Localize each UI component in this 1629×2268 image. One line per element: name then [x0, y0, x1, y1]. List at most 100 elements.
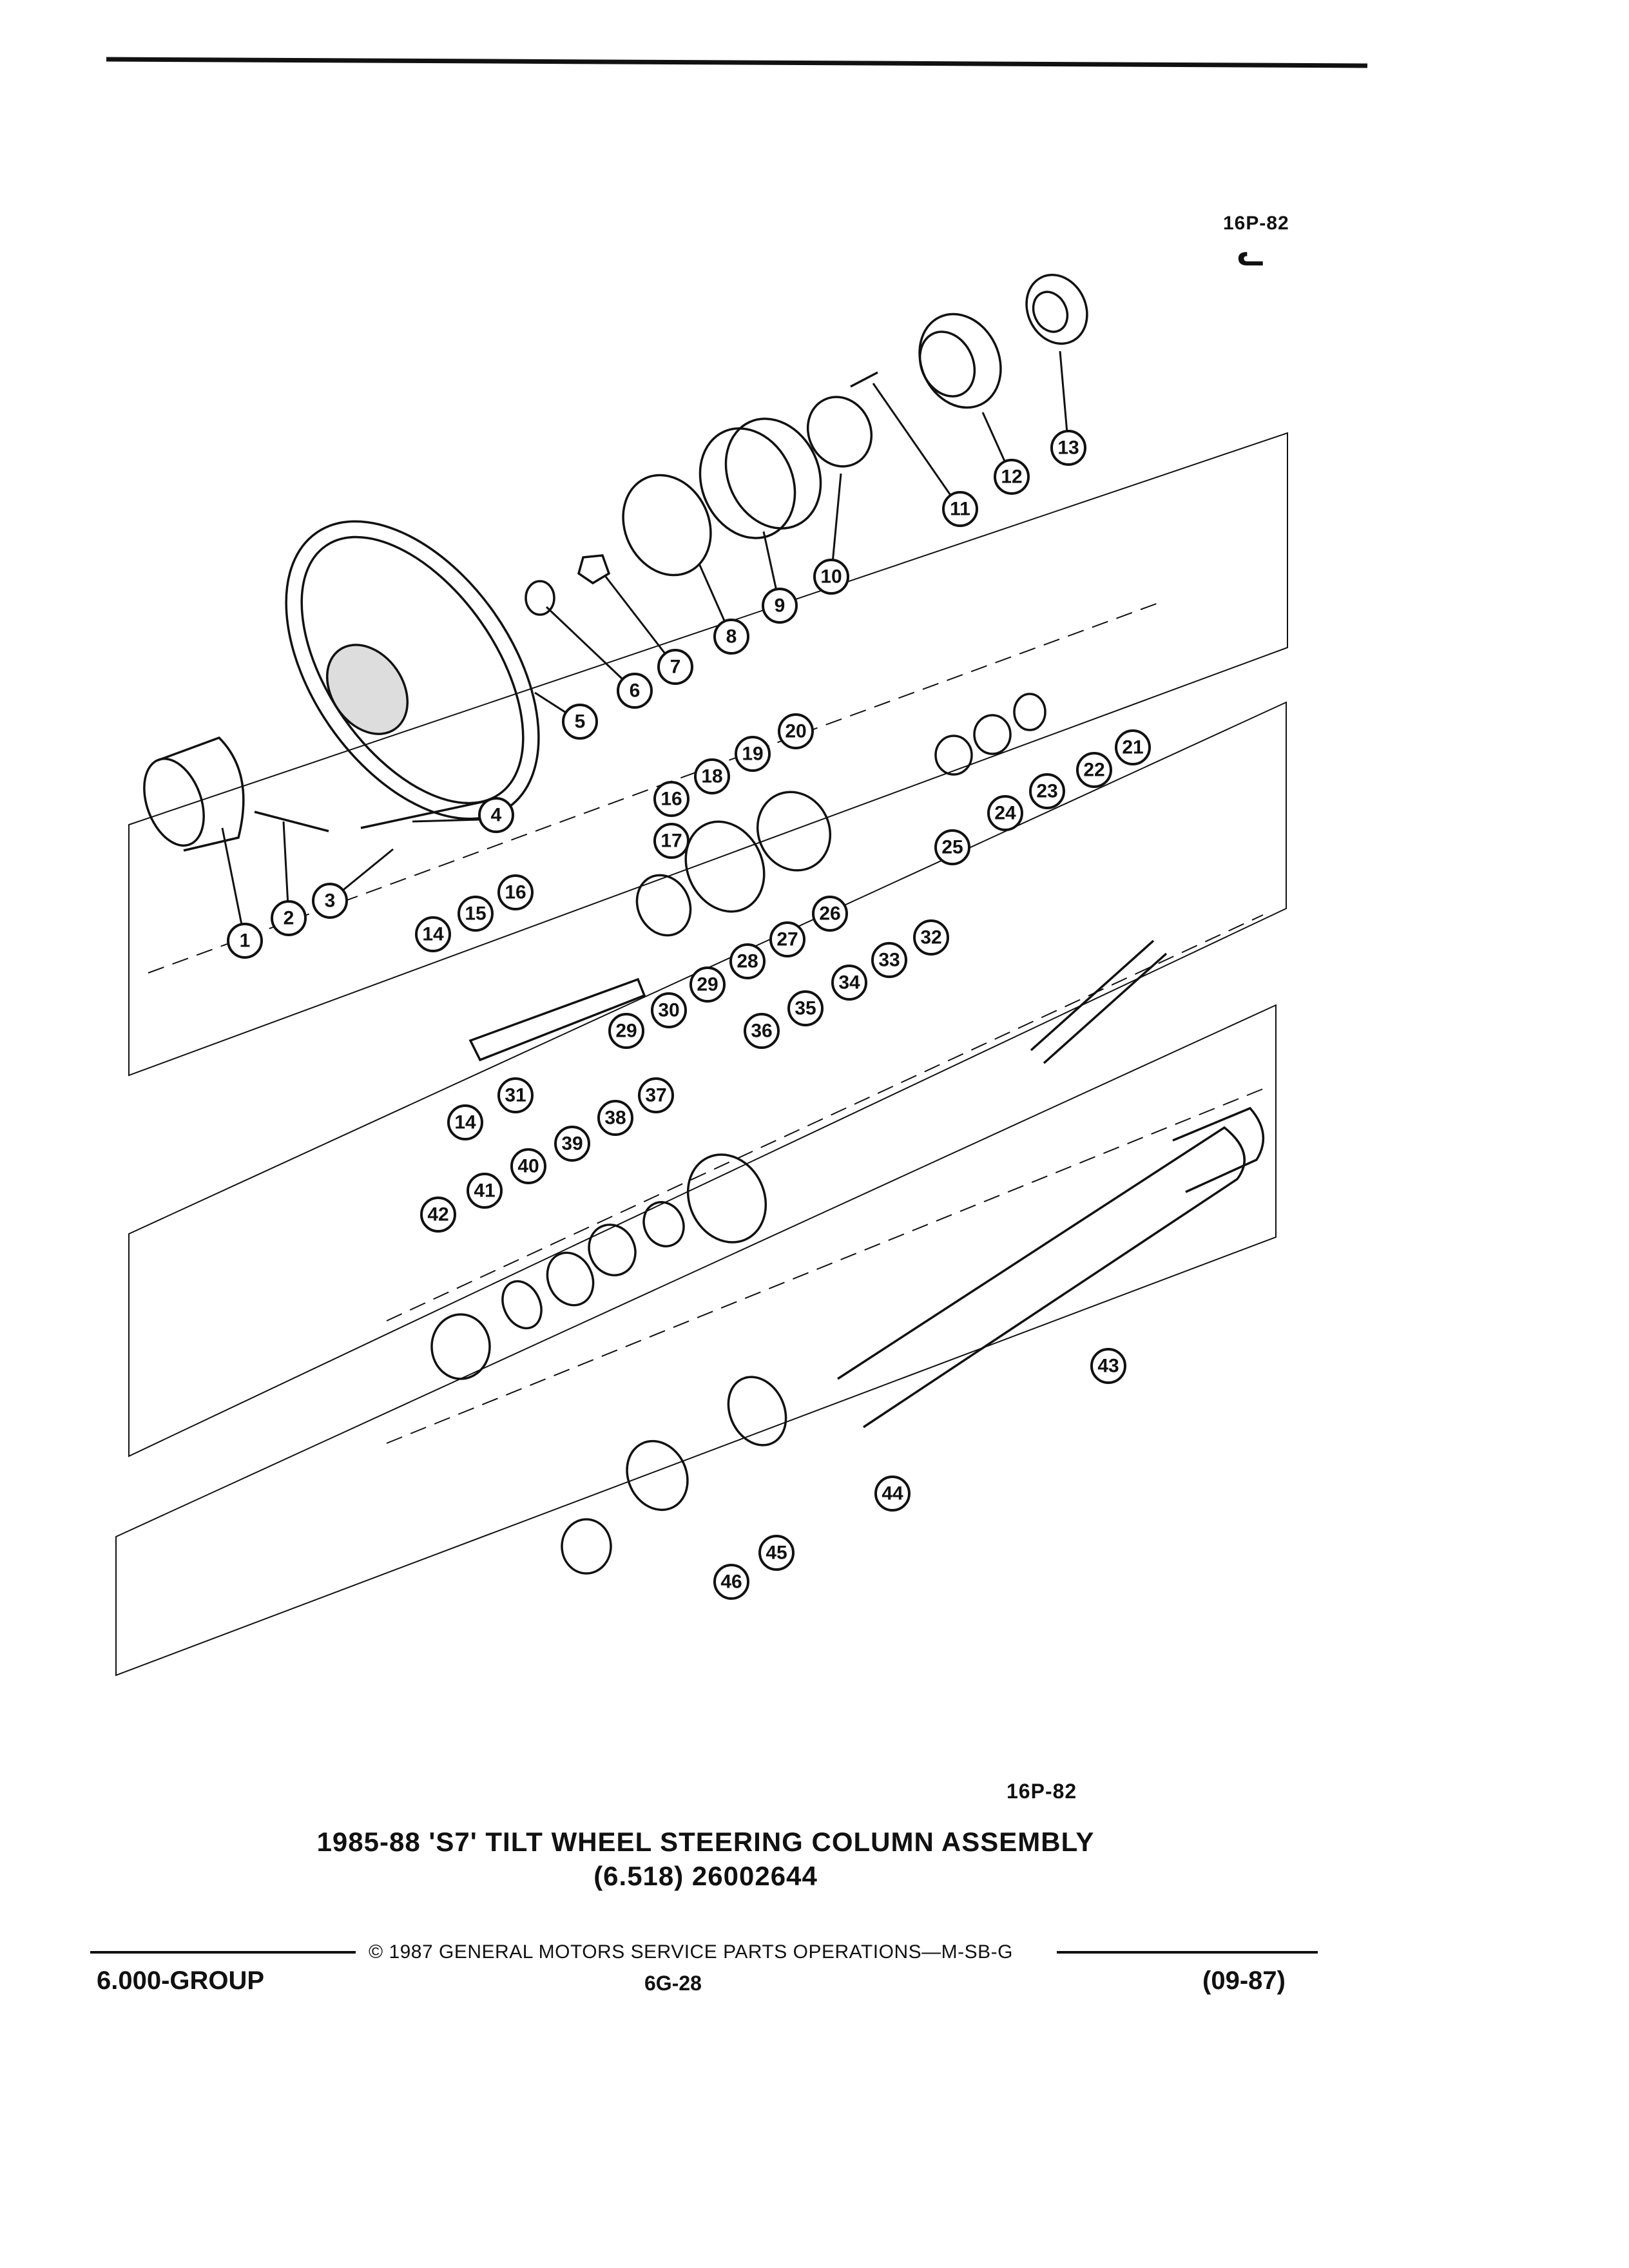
callout-24: 24: [987, 795, 1023, 831]
svg-text:5: 5: [575, 711, 586, 733]
callout-3: 3: [312, 883, 348, 919]
callout-13: 13: [1050, 430, 1086, 466]
callout-46: 46: [713, 1564, 749, 1600]
callout-22: 22: [1076, 752, 1112, 788]
callout-19: 19: [735, 736, 771, 772]
svg-text:14: 14: [454, 1112, 476, 1133]
svg-text:43: 43: [1097, 1356, 1119, 1377]
svg-text:9: 9: [775, 595, 786, 617]
svg-text:44: 44: [882, 1483, 903, 1504]
callout-1: 1: [227, 923, 263, 959]
svg-text:4: 4: [491, 805, 502, 826]
diagram-title: 1985-88 'S7' TILT WHEEL STEERING COLUMN …: [316, 1827, 1095, 1857]
copyright-line: © 1987 GENERAL MOTORS SERVICE PARTS OPER…: [369, 1941, 1013, 1963]
callout-7: 7: [657, 649, 693, 685]
callout-35: 35: [787, 990, 824, 1026]
svg-text:39: 39: [561, 1133, 583, 1155]
svg-text:27: 27: [776, 929, 798, 950]
parts: [143, 273, 1265, 1575]
callout-18: 18: [694, 758, 730, 794]
svg-text:42: 42: [427, 1204, 448, 1225]
callout-8: 8: [713, 619, 749, 655]
svg-text:25: 25: [941, 837, 963, 858]
callout-29a: 29: [689, 966, 726, 1003]
diagram-subtitle: (6.518) 26002644: [593, 1861, 818, 1891]
callout-2: 2: [271, 900, 307, 936]
svg-text:35: 35: [795, 998, 816, 1019]
callout-10: 10: [813, 559, 849, 595]
svg-text:21: 21: [1122, 737, 1143, 758]
callout-31: 31: [497, 1077, 534, 1113]
svg-text:29: 29: [697, 974, 718, 995]
figure-code: 16P-82: [1007, 1780, 1077, 1803]
callout-45: 45: [758, 1535, 795, 1571]
revision-date: (09-87): [1202, 1966, 1286, 1995]
page-number: 6G-28: [644, 1972, 702, 1995]
callout-38: 38: [597, 1100, 633, 1136]
svg-text:24: 24: [994, 803, 1016, 824]
svg-text:16: 16: [505, 882, 526, 903]
callout-14c: 14: [454, 1112, 476, 1133]
svg-text:33: 33: [878, 950, 900, 971]
callout-16b: 16: [653, 781, 689, 817]
svg-text:8: 8: [726, 626, 737, 648]
callout-34: 34: [831, 965, 867, 1001]
svg-text:36: 36: [751, 1021, 772, 1042]
callout-30: 30: [651, 992, 687, 1028]
svg-text:11: 11: [950, 499, 970, 520]
callout-39: 39: [554, 1126, 590, 1162]
callout-37: 37: [638, 1077, 674, 1113]
svg-text:19: 19: [742, 744, 763, 765]
callout-14b: 14: [447, 1104, 483, 1140]
svg-text:23: 23: [1036, 781, 1057, 802]
panel-borders: [115, 432, 1288, 1677]
callout-40: 40: [510, 1148, 546, 1184]
svg-text:40: 40: [517, 1156, 539, 1177]
callout-5: 5: [562, 704, 598, 740]
callout-29b: 29: [608, 1013, 644, 1049]
svg-text:46: 46: [720, 1571, 742, 1593]
callout-25: 25: [934, 829, 970, 865]
callout-20: 20: [778, 713, 814, 749]
callout-17: 17: [653, 823, 689, 859]
svg-text:7: 7: [670, 657, 681, 678]
svg-text:12: 12: [1001, 466, 1022, 488]
callout-43: 43: [1090, 1348, 1126, 1384]
callouts: 1 2 3 4 5 6 7 8 9 10 11 12 13 14 14 14 1…: [227, 430, 1151, 1600]
callout-42: 42: [420, 1196, 456, 1233]
svg-text:29: 29: [615, 1021, 637, 1042]
callout-33: 33: [871, 942, 907, 978]
svg-text:13: 13: [1057, 437, 1079, 459]
callout-12: 12: [994, 459, 1030, 495]
callout-21: 21: [1115, 729, 1151, 765]
page-code-top: 16P-82: [1223, 213, 1289, 234]
svg-text:28: 28: [737, 951, 758, 972]
callout-6: 6: [617, 673, 653, 709]
svg-text:32: 32: [920, 927, 941, 948]
callout-28: 28: [729, 943, 766, 979]
callout-11: 11: [942, 491, 978, 527]
svg-text:1: 1: [240, 930, 251, 952]
callout-36: 36: [744, 1013, 780, 1049]
svg-text:17: 17: [660, 831, 682, 852]
svg-text:15: 15: [465, 903, 486, 925]
svg-text:20: 20: [785, 721, 806, 742]
callout-4: 4: [478, 797, 514, 833]
callout-16a: 16: [497, 874, 534, 910]
svg-text:26: 26: [819, 903, 840, 925]
svg-text:2: 2: [284, 908, 294, 929]
callout-23: 23: [1029, 773, 1065, 809]
svg-text:30: 30: [658, 1000, 679, 1021]
callout-41: 41: [467, 1173, 503, 1209]
group-label: 6.000-GROUP: [97, 1966, 265, 1995]
svg-text:22: 22: [1083, 760, 1104, 781]
svg-text:41: 41: [474, 1180, 495, 1202]
callout-26: 26: [812, 896, 848, 932]
callout-32: 32: [913, 919, 949, 956]
svg-text:10: 10: [820, 566, 842, 588]
callout-27: 27: [769, 921, 805, 957]
svg-text:37: 37: [645, 1085, 666, 1106]
svg-text:31: 31: [505, 1085, 526, 1106]
svg-text:16: 16: [660, 789, 682, 810]
